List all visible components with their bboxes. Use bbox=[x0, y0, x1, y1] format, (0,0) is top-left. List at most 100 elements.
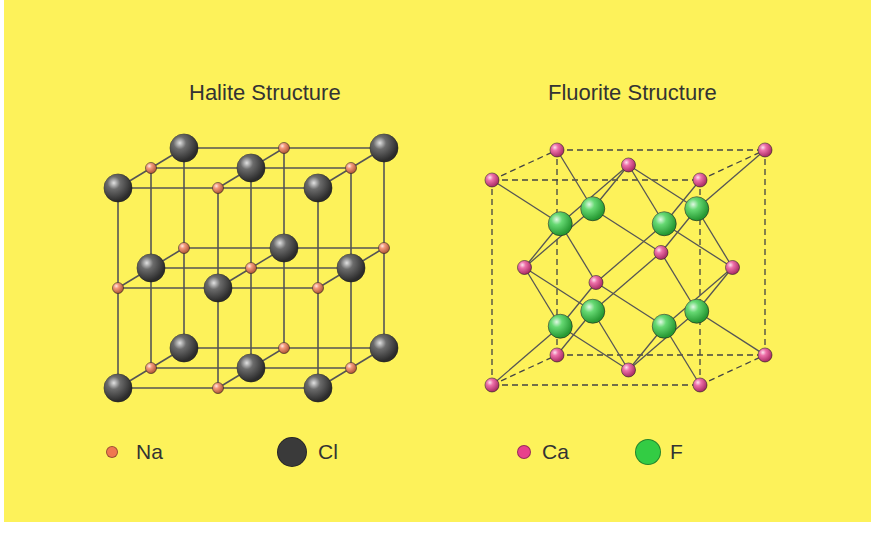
sodium-atom-body bbox=[379, 243, 390, 254]
calcium-atom-body bbox=[726, 261, 740, 275]
structure-title: Fluorite Structure bbox=[548, 80, 717, 106]
chloride-atom-shade bbox=[237, 154, 265, 182]
chloride-atom-shade bbox=[170, 134, 198, 162]
fluoride-atom bbox=[652, 212, 676, 236]
title-text: Fluorite Structure bbox=[548, 80, 717, 105]
unit-cell-edge bbox=[492, 179, 700, 180]
calcium-atom-shade bbox=[726, 261, 740, 275]
calcium-atom-body bbox=[693, 378, 707, 392]
chloride-atom bbox=[104, 174, 132, 202]
calcium-atom-shade bbox=[485, 378, 499, 392]
fluoride-atom bbox=[685, 299, 709, 323]
chloride-atom bbox=[170, 134, 198, 162]
chloride-atom-body bbox=[204, 274, 232, 302]
calcium-atom bbox=[622, 158, 636, 172]
chloride-atom-shade bbox=[104, 174, 132, 202]
unit-cell-edge bbox=[492, 355, 557, 385]
chloride-atom-body bbox=[237, 354, 265, 382]
fluoride-atom-body bbox=[581, 299, 605, 323]
background-panel bbox=[4, 0, 871, 522]
calcium-atom-shade bbox=[550, 143, 564, 157]
calcium-atom-body bbox=[758, 143, 772, 157]
fluoride-atom bbox=[548, 212, 572, 236]
fluoride-atom-body bbox=[652, 212, 676, 236]
sodium-atom-body bbox=[213, 183, 224, 194]
sodium-atom-body bbox=[146, 163, 157, 174]
chloride-atom bbox=[204, 274, 232, 302]
calcium-atom-body bbox=[550, 143, 564, 157]
chloride-atom bbox=[137, 254, 165, 282]
sodium-atom bbox=[179, 243, 190, 254]
sodium-atom bbox=[379, 243, 390, 254]
chloride-atom bbox=[237, 154, 265, 182]
unit-cell-edge bbox=[492, 150, 557, 180]
calcium-atom bbox=[550, 348, 564, 362]
chloride-atom-body bbox=[237, 154, 265, 182]
calcium-atom-shade bbox=[758, 143, 772, 157]
sodium-atom-shade bbox=[279, 343, 290, 354]
calcium-atom bbox=[693, 378, 707, 392]
calcium-atom-shade bbox=[654, 246, 668, 260]
chloride-atom bbox=[170, 334, 198, 362]
sodium-atom-shade bbox=[146, 163, 157, 174]
calcium-atom-shade bbox=[622, 363, 636, 377]
calcium-atom-shade bbox=[693, 378, 707, 392]
sodium-atom bbox=[346, 163, 357, 174]
sodium-atom bbox=[246, 263, 257, 274]
calcium-atom bbox=[693, 173, 707, 187]
calcium-atom-body bbox=[622, 158, 636, 172]
chloride-atom-shade bbox=[170, 334, 198, 362]
sodium-atom-body bbox=[213, 383, 224, 394]
legend-label: Na bbox=[136, 440, 163, 464]
fluoride-atom bbox=[548, 314, 572, 338]
unit-cell-edge bbox=[492, 384, 700, 385]
lattice-line bbox=[218, 348, 284, 388]
sodium-atom-body bbox=[313, 283, 324, 294]
chloride-atom-body bbox=[170, 134, 198, 162]
chloride-atom-shade bbox=[304, 174, 332, 202]
sodium-atom bbox=[313, 283, 324, 294]
sodium-atom-shade bbox=[279, 143, 290, 154]
chloride-atom-body bbox=[104, 174, 132, 202]
sodium-atom-body bbox=[246, 263, 257, 274]
sodium-atom bbox=[279, 343, 290, 354]
chloride-atom bbox=[270, 234, 298, 262]
calcium-atom-shade bbox=[622, 158, 636, 172]
sodium-atom-shade bbox=[246, 263, 257, 274]
sodium-atom-shade bbox=[379, 243, 390, 254]
unit-cell-edge bbox=[557, 149, 765, 150]
fluoride-atom-shade bbox=[652, 212, 676, 236]
chloride-atom bbox=[370, 334, 398, 362]
legend-label: F bbox=[670, 440, 683, 464]
calcium-atom-body bbox=[589, 276, 603, 290]
chloride-atom-shade bbox=[270, 234, 298, 262]
unit-cell-edge bbox=[700, 150, 765, 180]
chloride-atom-shade bbox=[137, 254, 165, 282]
sodium-atom-body bbox=[179, 243, 190, 254]
calcium-atom bbox=[758, 348, 772, 362]
sodium-atom-shade bbox=[113, 283, 124, 294]
sodium-atom bbox=[146, 363, 157, 374]
chloride-atom-shade bbox=[370, 334, 398, 362]
sodium-atom-shade bbox=[146, 363, 157, 374]
sodium-atom bbox=[213, 383, 224, 394]
calcium-atom-shade bbox=[485, 173, 499, 187]
calcium-atom bbox=[518, 261, 532, 275]
sodium-atom bbox=[213, 183, 224, 194]
calcium-atom bbox=[485, 173, 499, 187]
sodium-atom-shade bbox=[213, 183, 224, 194]
calcium-atom bbox=[550, 143, 564, 157]
fluoride-atom-shade bbox=[581, 197, 605, 221]
legend-swatch bbox=[517, 445, 531, 459]
title-text: Halite Structure bbox=[189, 80, 341, 105]
calcium-atom-body bbox=[550, 348, 564, 362]
chloride-atom-shade bbox=[204, 274, 232, 302]
structure-title: Halite Structure bbox=[189, 80, 341, 106]
fluoride-atom-body bbox=[548, 314, 572, 338]
halite-lattice bbox=[104, 134, 398, 402]
fluoride-atom-shade bbox=[652, 314, 676, 338]
calcium-atom-body bbox=[485, 378, 499, 392]
chloride-atom-body bbox=[304, 174, 332, 202]
